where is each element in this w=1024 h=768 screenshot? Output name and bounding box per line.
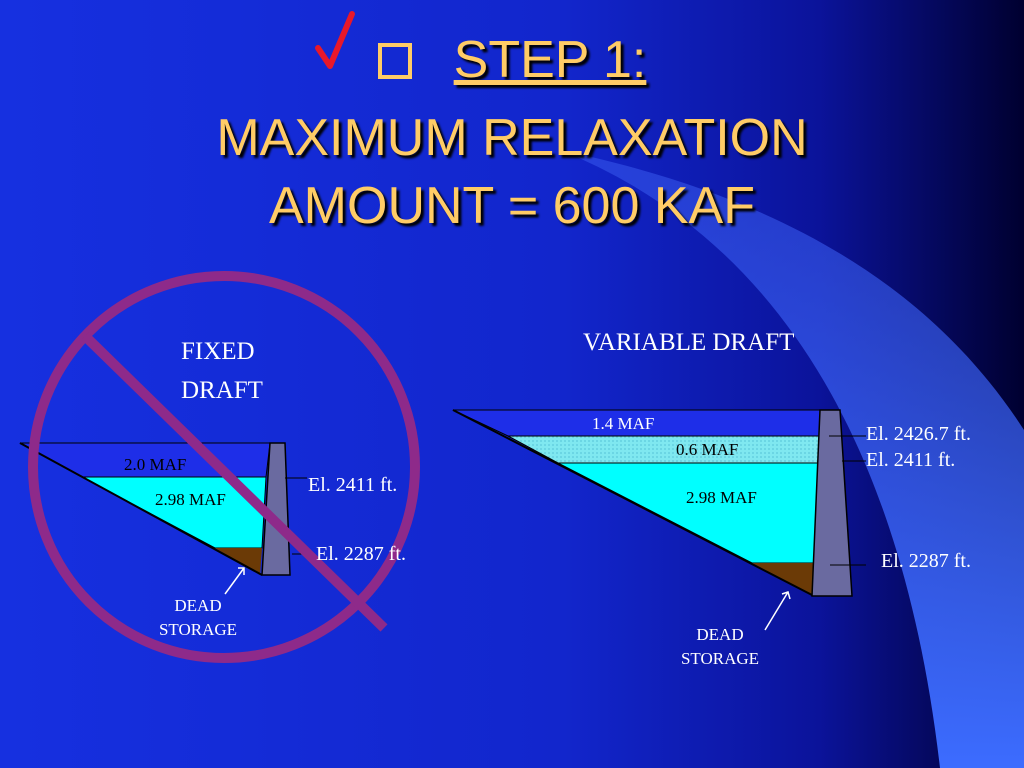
background-swoosh (560, 150, 1024, 768)
step-label: STEP 1: (453, 31, 647, 89)
variable-elevation-middle-label: El. 2411 ft. (866, 449, 956, 471)
variable-relaxation-storage (507, 435, 821, 464)
variable-draft-diagram (452, 409, 866, 631)
title-line-1: STEP 1: (0, 34, 1024, 86)
fixed-draft-heading-line-2: DRAFT (181, 377, 263, 404)
title-line-3: AMOUNT = 600 KAF (269, 177, 755, 235)
fixed-elevation-bottom-label: El. 2287 ft. (316, 543, 406, 565)
fixed-elevation-top-label: El. 2411 ft. (308, 474, 398, 496)
fixed-dead-storage-label-line-2: STORAGE (158, 620, 238, 639)
fixed-dead-storage-label-line-1: DEAD (174, 596, 222, 615)
title-line-2: MAXIMUM RELAXATION (216, 109, 808, 167)
red-checkmark-icon (315, 11, 355, 69)
variable-elevation-bottom-label: El. 2287 ft. (881, 550, 971, 572)
fixed-upper-volume-label: 2.0 MAF (124, 455, 187, 474)
prohibition-sign-icon (28, 271, 420, 663)
variable-lower-volume-label: 2.98 MAF (686, 488, 757, 507)
fixed-dam (261, 442, 291, 576)
fixed-draft-heading-line-1: FIXED (181, 338, 255, 365)
checkbox-icon (377, 43, 412, 79)
variable-dead-storage-label-line-2: STORAGE (680, 649, 760, 668)
fixed-lower-volume-label: 2.98 MAF (155, 490, 226, 509)
variable-draft-heading: VARIABLE DRAFT (583, 329, 795, 356)
variable-relaxation-volume-label: 0.6 MAF (676, 440, 739, 459)
variable-dam (811, 409, 853, 597)
variable-upper-volume-label: 1.4 MAF (592, 414, 655, 433)
variable-elevation-top-label: El. 2426.7 ft. (866, 423, 971, 445)
variable-dead-storage-label-line-1: DEAD (696, 625, 744, 644)
